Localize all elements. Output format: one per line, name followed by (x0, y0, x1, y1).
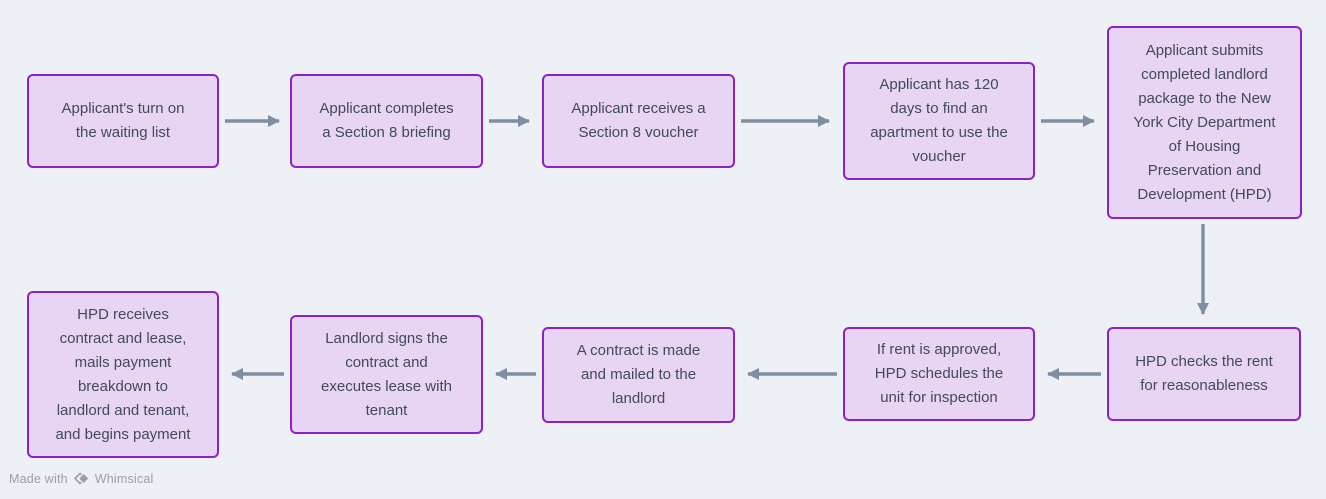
flow-node-inspection: If rent is approved, HPD schedules the u… (843, 327, 1035, 421)
flow-node-rent-check: HPD checks the rent for reasonableness (1107, 327, 1301, 421)
flow-node-contract-mailed: A contract is made and mailed to the lan… (542, 327, 735, 423)
whimsical-watermark-link[interactable]: Made with Whimsical (9, 471, 154, 486)
flow-node-waiting-list: Applicant's turn on the waiting list (27, 74, 219, 168)
watermark-brand-label: Whimsical (94, 471, 154, 486)
flow-node-submit-package: Applicant submits completed landlord pac… (1107, 26, 1302, 219)
flow-node-find-apartment: Applicant has 120 days to find an apartm… (843, 62, 1035, 180)
whimsical-diamond-icon (73, 471, 90, 486)
flow-node-voucher: Applicant receives a Section 8 voucher (542, 74, 735, 168)
flow-node-briefing: Applicant completes a Section 8 briefing (290, 74, 483, 168)
flow-node-landlord-signs: Landlord signs the contract and executes… (290, 315, 483, 434)
flow-node-hpd-receives: HPD receives contract and lease, mails p… (27, 291, 219, 458)
watermark-made-with-label: Made with (9, 471, 68, 486)
